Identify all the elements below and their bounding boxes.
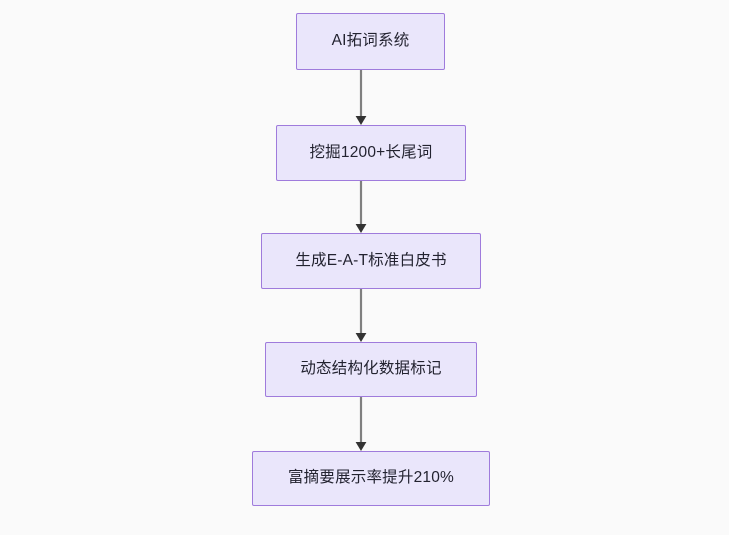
flow-node-label: AI拓词系统 — [331, 32, 410, 50]
flow-node-dynamic-structured-data-markup[interactable]: 动态结构化数据标记 — [265, 342, 477, 397]
flow-arrow-n1-to-n2 — [351, 70, 371, 125]
flow-node-rich-snippet-impression-lift[interactable]: 富摘要展示率提升210% — [252, 451, 490, 506]
flow-node-generate-eat-whitepaper[interactable]: 生成E-A-T标准白皮书 — [261, 233, 481, 289]
flow-arrow-n2-to-n3 — [351, 181, 371, 233]
flow-node-ai-keyword-system[interactable]: AI拓词系统 — [296, 13, 445, 70]
flow-arrow-n3-to-n4 — [351, 289, 371, 342]
flow-node-label: 富摘要展示率提升210% — [287, 469, 455, 487]
flow-node-mine-longtail-keywords[interactable]: 挖掘1200+长尾词 — [276, 125, 466, 181]
flow-node-label: 挖掘1200+长尾词 — [309, 143, 433, 161]
flow-arrow-n4-to-n5 — [351, 397, 371, 451]
flow-node-label: 生成E-A-T标准白皮书 — [295, 251, 447, 269]
flow-node-label: 动态结构化数据标记 — [300, 360, 442, 378]
